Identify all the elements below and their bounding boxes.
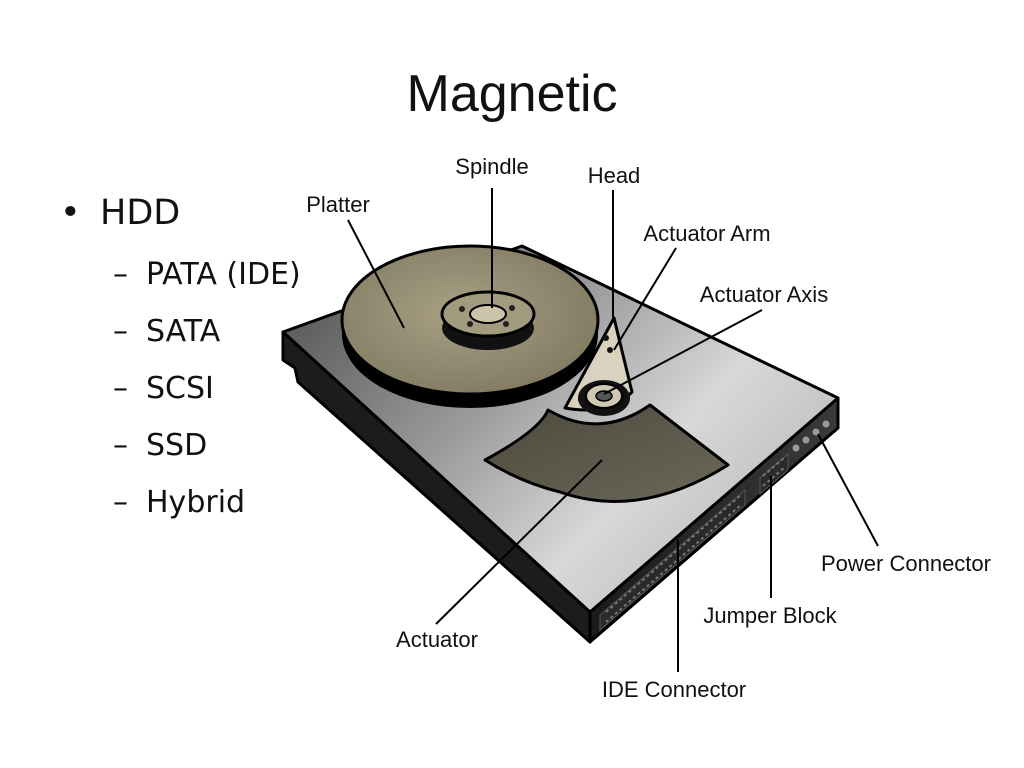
sub-bullet-marker: – [113, 428, 128, 463]
label-power-connector: Power Connector [821, 551, 991, 576]
sub-bullet-hybrid: – Hybrid [58, 474, 301, 531]
label-actuator: Actuator [396, 627, 478, 652]
spindle-hub [440, 290, 536, 350]
sub-bullet-label: PATA (IDE) [146, 257, 301, 292]
sub-bullet-marker: – [113, 314, 128, 349]
power-connector-pins [792, 420, 830, 452]
label-jumper-block: Jumper Block [703, 603, 837, 628]
bullet-item-hdd: • HDD [58, 190, 301, 236]
sub-bullet-label: SATA [146, 314, 221, 349]
sub-bullet-marker: – [113, 257, 128, 292]
ide-connector-pins [599, 488, 746, 632]
actuator [483, 403, 730, 503]
slide-title: Magnetic [406, 65, 618, 123]
leader-line-actuator-arm [613, 247, 677, 351]
label-actuator-axis: Actuator Axis [700, 282, 828, 307]
label-platter: Platter [306, 192, 370, 217]
sub-bullet-label: Hybrid [146, 485, 246, 520]
sub-bullet-scsi: – SCSI [58, 360, 301, 417]
leader-line-actuator [435, 459, 603, 625]
label-actuator-arm: Actuator Arm [643, 221, 770, 246]
sub-bullet-label: SCSI [146, 371, 214, 406]
bullet-label-hdd: HDD [100, 193, 181, 233]
bullet-marker: • [60, 193, 81, 233]
leader-line-platter [347, 219, 405, 329]
label-head: Head [588, 163, 641, 188]
sub-bullet-ssd: – SSD [58, 417, 301, 474]
jumper-block-pins [759, 452, 789, 496]
sub-bullet-pata: – PATA (IDE) [58, 246, 301, 303]
sub-bullet-marker: – [113, 371, 128, 406]
actuator-axis [578, 380, 630, 416]
sub-bullet-marker: – [113, 485, 128, 520]
sub-bullet-label: SSD [146, 428, 208, 463]
bullet-list: • HDD – PATA (IDE) – SATA – SCSI – SSD –… [58, 190, 301, 531]
leader-line-actuator-axis [603, 309, 763, 395]
leader-line-power-connector [817, 433, 879, 547]
sub-bullet-list: – PATA (IDE) – SATA – SCSI – SSD – Hybri… [58, 246, 301, 531]
label-ide-connector: IDE Connector [602, 677, 746, 702]
label-spindle: Spindle [455, 154, 528, 179]
sub-bullet-sata: – SATA [58, 303, 301, 360]
